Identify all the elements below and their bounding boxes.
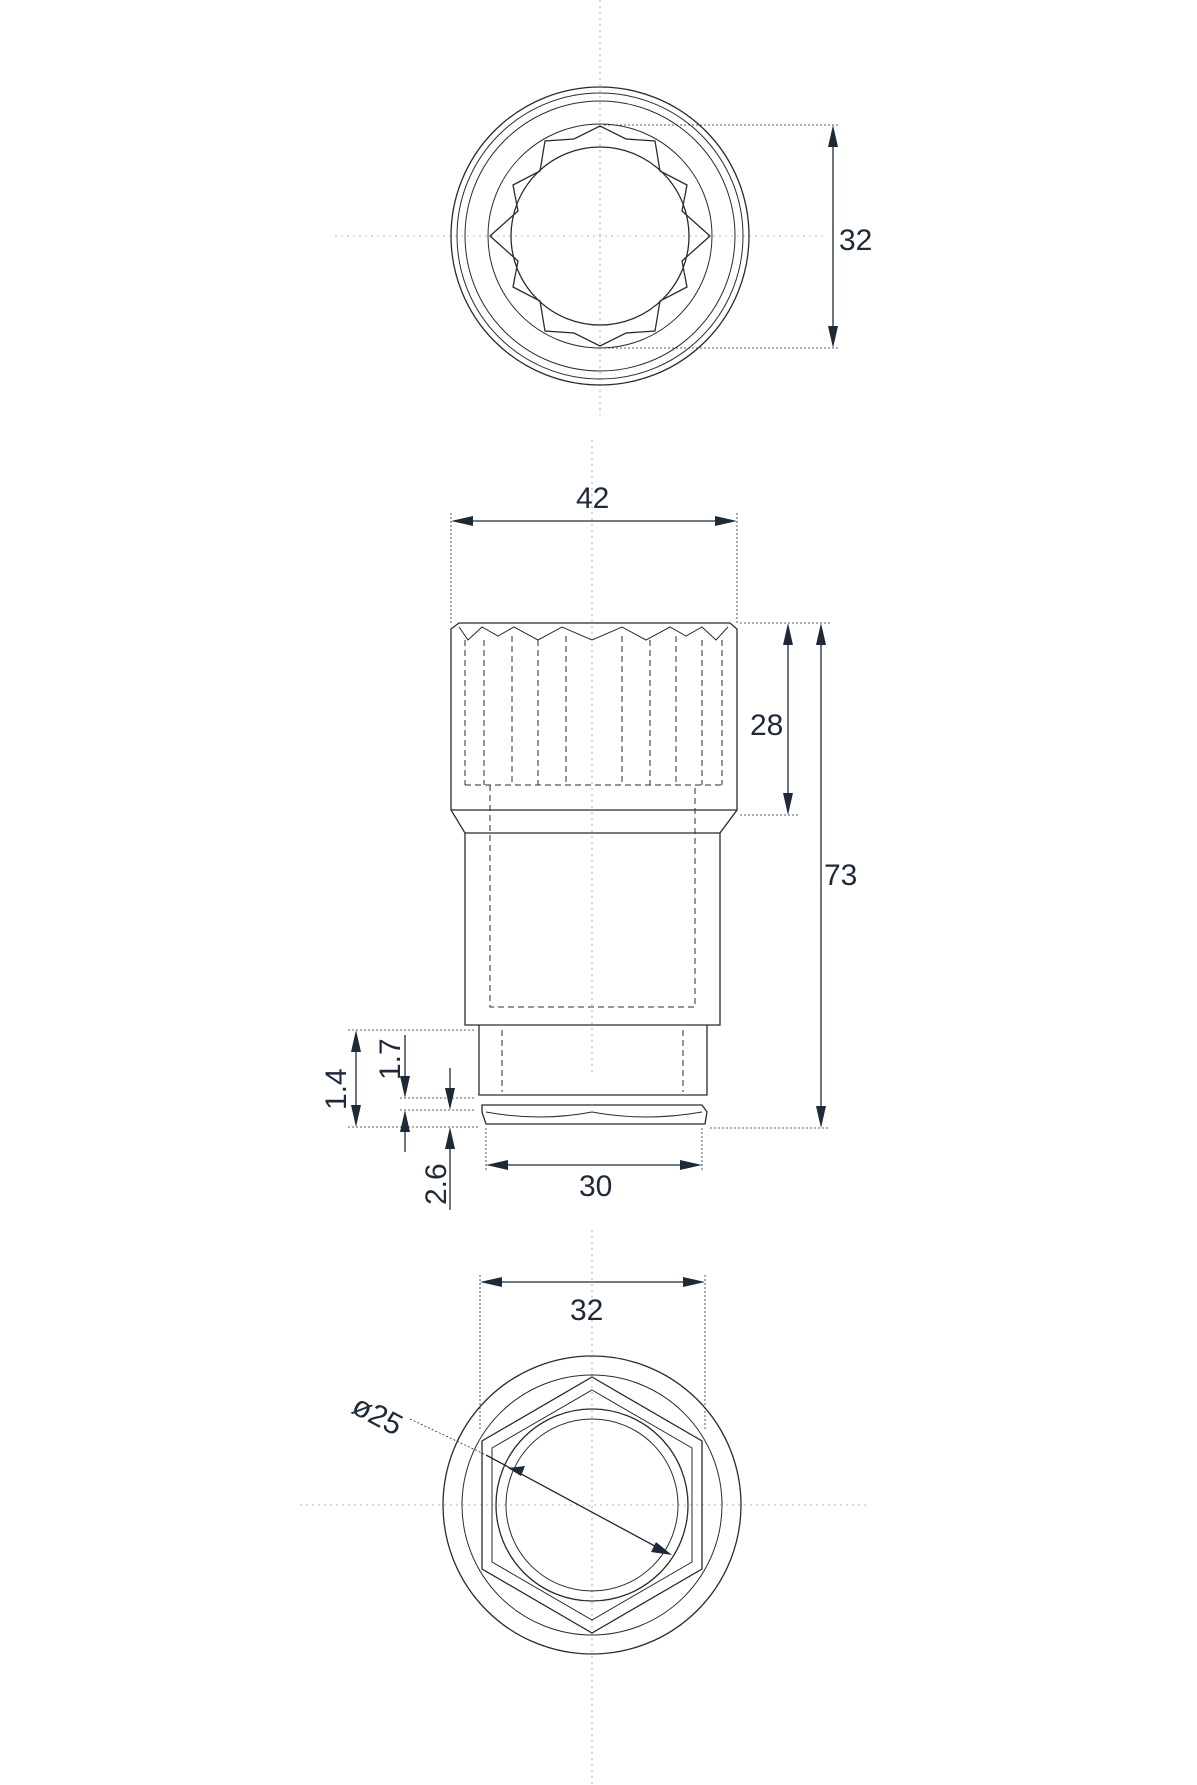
bottom-view-bore-outer <box>495 1408 689 1602</box>
width-30-arrow-left <box>486 1160 508 1170</box>
socket-top-serration <box>458 626 729 641</box>
dim-2-6-upper-arrow <box>400 1110 410 1132</box>
bottom-view-hex-inner <box>491 1389 693 1621</box>
bottom-view-bore-inner <box>505 1418 679 1592</box>
dim-1-7-label: 1.7 <box>374 1038 407 1080</box>
length-73-arrow-top <box>816 623 826 645</box>
dim-2-6-lower-arrow <box>445 1127 455 1149</box>
dim-1-4-arrow-bottom <box>351 1105 361 1127</box>
top-view-arrow-top <box>828 125 838 147</box>
depth-28-arrow-top <box>783 623 793 645</box>
width-42-arrow-left <box>451 516 473 526</box>
dim-1-7-arrow <box>400 1076 410 1098</box>
bottom-view: 32 ø25 <box>300 1230 870 1785</box>
hidden-inner-bore <box>489 785 696 1008</box>
bottom-32-arrow-right <box>683 1277 705 1287</box>
bottom-view-hex <box>481 1376 703 1634</box>
bottom-flange <box>481 1104 708 1125</box>
bottom-32-arrow-left <box>480 1277 502 1287</box>
dim-groove-right-arrow <box>445 1088 455 1110</box>
bottom-view-outer-circle <box>442 1355 742 1655</box>
dim-2-6-label: 2.6 <box>420 1163 453 1205</box>
top-view-twelve-point-socket <box>489 125 711 347</box>
top-view-inner-ring <box>487 123 713 349</box>
top-view-outer-circle <box>450 86 750 386</box>
socket-head-outline <box>450 622 738 1026</box>
lower-spigot <box>478 1025 708 1096</box>
depth-28-label: 28 <box>750 709 783 742</box>
width-30-arrow-right <box>680 1160 702 1170</box>
front-view: 42 28 <box>320 440 857 1210</box>
diameter-arrow-lower <box>651 1542 672 1555</box>
bottom-32-label: 32 <box>570 1294 603 1327</box>
top-view-dimension-label: 32 <box>839 224 872 257</box>
top-view-bore-circle <box>464 100 736 372</box>
top-view-chamfer-circle <box>456 92 744 380</box>
diameter-label: ø25 <box>347 1389 408 1442</box>
top-view-arrow-bottom <box>828 326 838 348</box>
flange-wave <box>485 1111 703 1118</box>
depth-28-arrow-bottom <box>783 793 793 815</box>
top-view-inner-bore <box>510 146 690 326</box>
diameter-arrow-upper <box>508 1466 525 1476</box>
dim-1-4-arrow-top <box>351 1030 361 1052</box>
width-42-label: 42 <box>576 482 609 515</box>
width-30-label: 30 <box>579 1170 612 1203</box>
bottom-view-ring-circle <box>461 1374 723 1636</box>
top-view: 32 <box>335 0 872 415</box>
length-73-arrow-bottom <box>816 1106 826 1128</box>
dim-1-4-label: 1.4 <box>320 1068 353 1110</box>
length-73-label: 73 <box>824 859 857 892</box>
width-42-arrow-right <box>715 516 737 526</box>
